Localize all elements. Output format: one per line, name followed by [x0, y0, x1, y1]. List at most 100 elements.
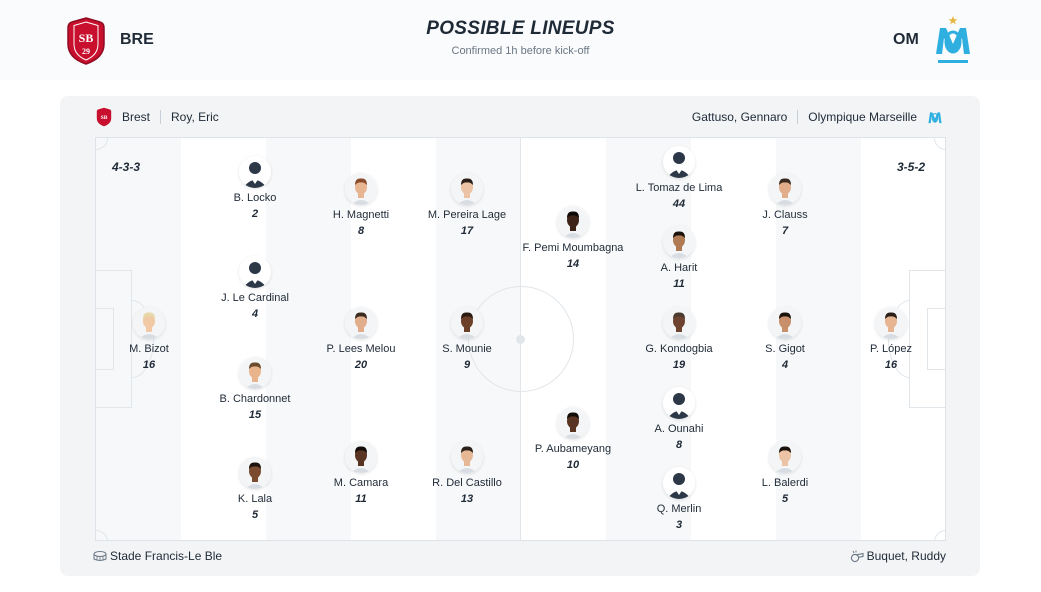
- player-card[interactable]: P. López 16: [831, 307, 951, 371]
- player-photo-icon: [239, 156, 271, 188]
- marseille-logo[interactable]: [932, 16, 974, 68]
- player-card[interactable]: J. Le Cardinal 4: [195, 256, 315, 320]
- player-number: 7: [781, 225, 789, 237]
- player-avatar: [663, 146, 695, 178]
- player-photo-icon: [451, 173, 483, 205]
- player-photo-icon: [769, 173, 801, 205]
- player-number: 16: [884, 359, 898, 371]
- home-team-name[interactable]: Brest: [122, 110, 151, 124]
- away-team-row: Gattuso, Gennaro Olympique Marseille: [692, 108, 944, 126]
- player-photo-icon: [769, 307, 801, 339]
- player-name: M. Bizot: [129, 343, 169, 355]
- player-photo-icon: [557, 206, 589, 238]
- svg-text:SB: SB: [79, 31, 94, 45]
- player-name: J. Clauss: [762, 209, 808, 221]
- player-name: K. Lala: [237, 493, 273, 505]
- player-card[interactable]: L. Tomaz de Lima 44: [619, 146, 739, 210]
- away-coach[interactable]: Gattuso, Gennaro: [691, 110, 788, 124]
- pitch-stripe: [691, 138, 776, 540]
- home-coach[interactable]: Roy, Eric: [171, 110, 219, 124]
- player-number: 44: [672, 198, 686, 210]
- marseille-mini-logo[interactable]: [926, 107, 944, 127]
- page-subtitle: Confirmed 1h before kick-off: [451, 45, 590, 57]
- player-card[interactable]: P. Lees Melou 20: [301, 307, 421, 371]
- player-card[interactable]: H. Magnetti 8: [301, 173, 421, 237]
- player-avatar: [769, 441, 801, 473]
- player-number: 19: [672, 359, 686, 371]
- player-card[interactable]: A. Ounahi 8: [619, 387, 739, 451]
- player-avatar: [557, 206, 589, 238]
- player-card[interactable]: B. Locko 2: [195, 156, 315, 220]
- player-photo-icon: [663, 307, 695, 339]
- brest-mini-logo[interactable]: SB: [95, 107, 113, 127]
- player-photo-icon: [663, 226, 695, 258]
- player-avatar: [875, 307, 907, 339]
- player-card[interactable]: A. Harit 11: [619, 226, 739, 290]
- player-avatar: [239, 457, 271, 489]
- corner-arc: [96, 530, 108, 540]
- away-team-abbr[interactable]: OM: [893, 31, 919, 48]
- player-photo-icon: [875, 307, 907, 339]
- referee-info: Buquet, Ruddy: [850, 549, 946, 563]
- player-name: B. Chardonnet: [219, 393, 291, 405]
- player-name: H. Magnetti: [332, 209, 390, 221]
- player-card[interactable]: P. Aubameyang 10: [513, 407, 633, 471]
- player-name: S. Gigot: [765, 343, 805, 355]
- corner-arc: [96, 138, 108, 150]
- divider: [797, 110, 799, 124]
- player-number: 10: [566, 459, 580, 471]
- player-card[interactable]: K. Lala 5: [195, 457, 315, 521]
- player-photo-icon: [345, 307, 377, 339]
- player-card[interactable]: M. Bizot 16: [89, 307, 209, 371]
- player-card[interactable]: G. Kondogbia 19: [619, 307, 739, 371]
- player-card[interactable]: S. Gigot 4: [725, 307, 845, 371]
- player-number: 4: [251, 308, 259, 320]
- player-avatar: [663, 226, 695, 258]
- player-card[interactable]: R. Del Castillo 13: [407, 441, 527, 505]
- player-card[interactable]: F. Pemi Moumbagna 14: [513, 206, 633, 270]
- player-avatar: [663, 387, 695, 419]
- player-avatar: [769, 307, 801, 339]
- player-name: L. Balerdi: [761, 477, 809, 489]
- home-team-abbr[interactable]: BRE: [120, 31, 154, 48]
- player-card[interactable]: J. Clauss 7: [725, 173, 845, 237]
- player-avatar: [345, 441, 377, 473]
- player-name: L. Tomaz de Lima: [635, 182, 723, 194]
- player-card[interactable]: B. Chardonnet 15: [195, 357, 315, 421]
- player-name: G. Kondogbia: [645, 343, 713, 355]
- player-name: P. Aubameyang: [534, 443, 612, 455]
- player-avatar: [451, 173, 483, 205]
- player-number: 8: [675, 439, 683, 451]
- player-photo-icon: [663, 146, 695, 178]
- player-avatar: [239, 256, 271, 288]
- match-header: SB 29 BRE POSSIBLE LINEUPS Confirmed 1h …: [0, 0, 1041, 80]
- center-spot: [516, 335, 525, 344]
- player-number: 3: [675, 519, 683, 531]
- brest-logo[interactable]: SB 29: [66, 16, 106, 66]
- stadium-info: Stade Francis-Le Ble: [93, 549, 222, 563]
- player-photo-icon: [663, 387, 695, 419]
- player-photo-icon: [133, 307, 165, 339]
- player-name: P. López: [869, 343, 912, 355]
- player-avatar: [133, 307, 165, 339]
- right-goal-area: [927, 308, 945, 370]
- player-number: 14: [566, 258, 580, 270]
- player-number: 8: [357, 225, 365, 237]
- away-team-name[interactable]: Olympique Marseille: [808, 110, 917, 124]
- stadium-name: Stade Francis-Le Ble: [110, 549, 223, 563]
- player-photo-icon: [451, 307, 483, 339]
- player-number: 5: [781, 493, 789, 505]
- player-number: 11: [355, 493, 367, 505]
- player-card[interactable]: Q. Merlin 3: [619, 467, 739, 531]
- player-avatar: [345, 173, 377, 205]
- player-card[interactable]: M. Pereira Lage 17: [407, 173, 527, 237]
- player-card[interactable]: L. Balerdi 5: [725, 441, 845, 505]
- player-avatar: [239, 357, 271, 389]
- pitch-stripe: [351, 138, 436, 540]
- player-card[interactable]: M. Camara 11: [301, 441, 421, 505]
- player-card[interactable]: S. Mounie 9: [407, 307, 527, 371]
- player-name: M. Camara: [333, 477, 389, 489]
- left-penalty-area: [96, 270, 132, 408]
- away-formation: 3-5-2: [897, 160, 926, 174]
- player-name: F. Pemi Moumbagna: [522, 242, 624, 254]
